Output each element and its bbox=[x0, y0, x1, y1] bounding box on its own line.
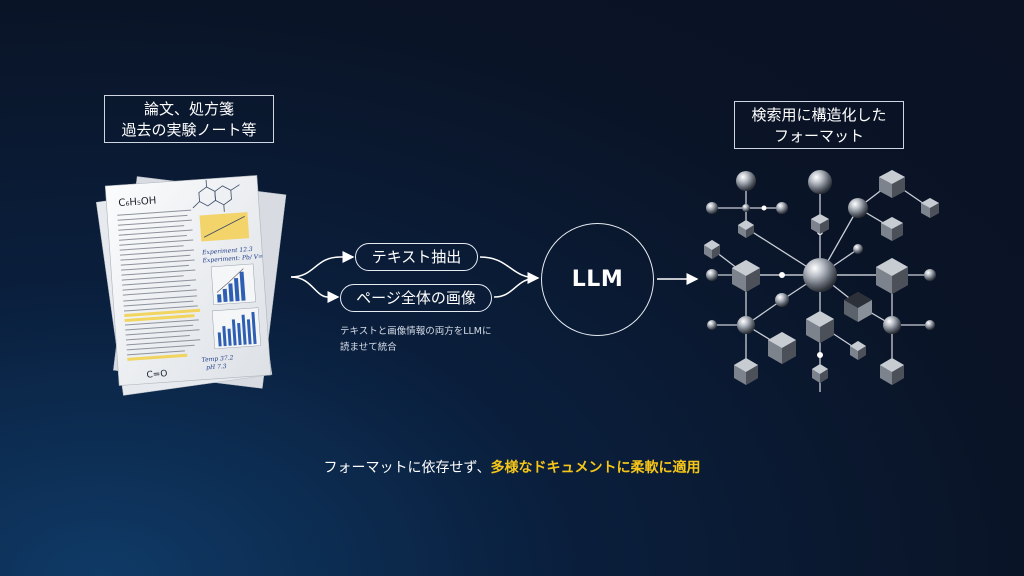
note-line1: テキストと画像情報の両方をLLMに bbox=[340, 326, 492, 337]
source-label-line2: 過去の実験ノート等 bbox=[121, 121, 257, 139]
highlight-marks bbox=[124, 308, 201, 361]
footer-tagline: フォーマットに依存せず、多様なドキュメントに柔軟に適用 bbox=[0, 456, 1024, 480]
formula-top: C₆H₅OH bbox=[118, 196, 157, 210]
arrow-to-text-extract bbox=[290, 251, 355, 278]
text-extraction-pill: テキスト抽出 bbox=[355, 243, 478, 271]
sphere-node bbox=[853, 244, 863, 254]
sphere-node bbox=[883, 316, 901, 334]
cube-node bbox=[806, 311, 834, 343]
sphere-node bbox=[776, 202, 788, 214]
cube-node bbox=[734, 358, 758, 385]
sphere-node bbox=[925, 320, 935, 330]
cube-node bbox=[921, 198, 939, 218]
formula-bottom: C=O bbox=[146, 369, 168, 380]
small-dot-node bbox=[817, 352, 823, 358]
llm-label: LLM bbox=[571, 267, 624, 292]
text-lines bbox=[117, 209, 201, 356]
sphere-node bbox=[737, 316, 755, 334]
source-documents-label: 論文、処方箋 過去の実験ノート等 bbox=[104, 95, 274, 143]
cube-node bbox=[811, 214, 829, 234]
document-stack-illustration: C₆H₅OH bbox=[95, 175, 287, 396]
integration-note: テキストと画像情報の両方をLLMに 読ませて統合 bbox=[340, 324, 540, 356]
cube-node bbox=[880, 358, 904, 385]
cube-node bbox=[876, 258, 908, 294]
structured-format-label: 検索用に構造化した フォーマット bbox=[734, 101, 904, 149]
central-sphere-node bbox=[803, 258, 837, 292]
bar-chart-thumbnail-1 bbox=[210, 263, 256, 306]
footer-text: フォーマットに依存せず、 bbox=[323, 460, 491, 476]
sphere-node bbox=[706, 269, 718, 281]
sphere-node bbox=[706, 202, 718, 214]
cube-node bbox=[812, 364, 828, 383]
sphere-node bbox=[775, 293, 789, 307]
sphere-node bbox=[707, 320, 717, 330]
cube-node bbox=[879, 170, 905, 198]
cube-node bbox=[738, 220, 754, 238]
llm-circle: LLM bbox=[541, 223, 654, 336]
page-image-pill: ページ全体の画像 bbox=[340, 284, 492, 312]
handwritten-note-1: Experiment 12.3 bbox=[201, 246, 253, 257]
source-label-line1: 論文、処方箋 bbox=[143, 100, 234, 118]
footer-highlight: 多様なドキュメントに柔軟に適用 bbox=[490, 460, 701, 476]
sphere-node bbox=[808, 170, 832, 194]
sphere-node bbox=[924, 269, 936, 281]
output-label-line1: 検索用に構造化した bbox=[751, 106, 887, 124]
sphere-node bbox=[736, 171, 756, 191]
network-nodes-spheres bbox=[706, 170, 936, 358]
bar-chart-thumbnail-2 bbox=[211, 307, 262, 350]
cube-node bbox=[732, 260, 760, 292]
molecule-drawing-icon bbox=[192, 179, 240, 212]
sphere-node bbox=[848, 198, 868, 218]
arrow-from-page-image bbox=[493, 277, 539, 298]
flow-arrows bbox=[290, 251, 699, 303]
cube-node bbox=[850, 341, 866, 360]
arrow-to-page-image bbox=[290, 276, 340, 303]
output-label-line2: フォーマット bbox=[773, 127, 864, 145]
handwritten-note-4: pH 7.3 bbox=[206, 363, 227, 371]
small-dot-node bbox=[779, 272, 785, 278]
note-line2: 読ませて統合 bbox=[340, 342, 397, 353]
cube-node bbox=[768, 332, 796, 364]
cube-node bbox=[704, 240, 720, 259]
network-nodes-cubes bbox=[704, 170, 939, 385]
sphere-node bbox=[742, 204, 750, 212]
handwritten-note-3: Temp 37.2 bbox=[201, 355, 233, 364]
handwritten-note-2: Experiment: Pb/ V= bbox=[201, 253, 263, 264]
structured-network-illustration bbox=[704, 170, 939, 392]
cube-node bbox=[844, 292, 872, 322]
small-dot-node bbox=[761, 205, 767, 211]
paper-front: C₆H₅OH bbox=[104, 175, 272, 386]
cube-node bbox=[881, 217, 903, 241]
arrow-from-text-extract bbox=[479, 256, 540, 284]
